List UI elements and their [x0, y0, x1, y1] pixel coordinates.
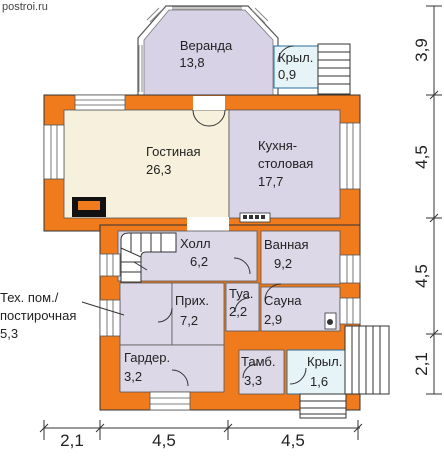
- toilet-name: Туа.: [229, 286, 253, 301]
- dim-right-3: 4,5: [412, 264, 431, 288]
- dim-bottom-3: 4,5: [281, 431, 305, 450]
- porch-top-floor: [273, 45, 319, 89]
- tech-room-name-line1: Тех. пом./: [0, 290, 59, 305]
- porch-top-door-swing: [277, 45, 295, 63]
- bottom-dimension-line: [39, 420, 363, 440]
- sauna-heater-icon: [324, 312, 337, 330]
- entry-floor: [171, 282, 225, 346]
- living-doorway: [187, 217, 229, 231]
- veranda-area: 13,8: [179, 55, 204, 70]
- kitchen-name-line2: столовая: [258, 156, 313, 171]
- tech-room-area: 5,3: [0, 326, 18, 341]
- fireplace-icon: [72, 197, 106, 217]
- porch-bottom-area: 1,6: [310, 374, 328, 389]
- dim-right-4: 2,1: [412, 352, 431, 376]
- windows-lower: [99, 253, 361, 411]
- tech-room-leader: [81, 301, 125, 316]
- kitchen-floor: [228, 109, 341, 219]
- wardrobe-area: 3,2: [124, 369, 142, 384]
- dim-right-2: 4,5: [412, 145, 431, 169]
- wardrobe-name: Гардер.: [124, 350, 170, 365]
- porch-top-railing: [317, 43, 351, 95]
- entry-area: 7,2: [180, 313, 198, 328]
- vestibule-name: Тамб.: [241, 354, 275, 369]
- porch-top-name: Крыл.: [278, 50, 313, 65]
- toilet-area: 2,2: [229, 304, 247, 319]
- kitchen-area: 17,7: [258, 174, 283, 189]
- exterior-stairs: [299, 325, 390, 419]
- hall-area: 6,2: [190, 254, 208, 269]
- door-swings: [157, 257, 307, 387]
- veranda-door: [192, 96, 226, 127]
- windows-top-row: [43, 94, 361, 190]
- hall-name: Холл: [180, 236, 211, 251]
- wardrobe-floor: [119, 344, 225, 393]
- tech-room-name-line2: постирочная: [0, 308, 76, 323]
- dim-right-1: 3,9: [412, 38, 431, 62]
- dim-bottom-1: 2,1: [60, 431, 84, 450]
- living-area: 26,3: [146, 162, 171, 177]
- veranda-name: Веранда: [180, 38, 233, 53]
- sauna-name: Сауна: [264, 293, 302, 308]
- living-name: Гостиная: [146, 144, 201, 159]
- porch-top-area: 0,9: [278, 67, 296, 82]
- kitchen-name-line1: Кухня-: [258, 138, 297, 153]
- entry-name: Прих.: [175, 293, 209, 308]
- porch-bottom-name: Крыл.: [307, 354, 342, 369]
- tech-room-floor: [119, 282, 173, 346]
- vestibule-floor: [238, 349, 285, 395]
- veranda-windows: [138, 6, 269, 92]
- right-dimension-line: [426, 5, 442, 395]
- vestibule-area: 3,3: [244, 373, 262, 388]
- dim-bottom-2: 4,5: [152, 431, 176, 450]
- toilet-floor: [225, 282, 260, 332]
- staircase-icon: [120, 232, 177, 283]
- sauna-area: 2,9: [264, 312, 282, 327]
- bath-area: 9,2: [274, 256, 292, 271]
- bath-name: Ванная: [264, 237, 309, 252]
- source-label: postroi.ru: [2, 1, 48, 13]
- veranda-floor: [143, 9, 274, 97]
- porch-bottom-floor: [286, 349, 346, 395]
- stove-icon: [239, 212, 271, 223]
